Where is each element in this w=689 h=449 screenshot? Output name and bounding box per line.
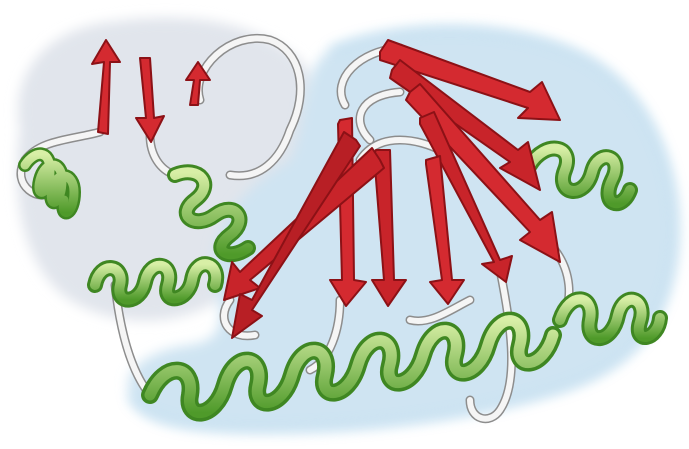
- ribbon-diagram: [0, 0, 689, 449]
- protein-ribbon-figure: [0, 0, 689, 449]
